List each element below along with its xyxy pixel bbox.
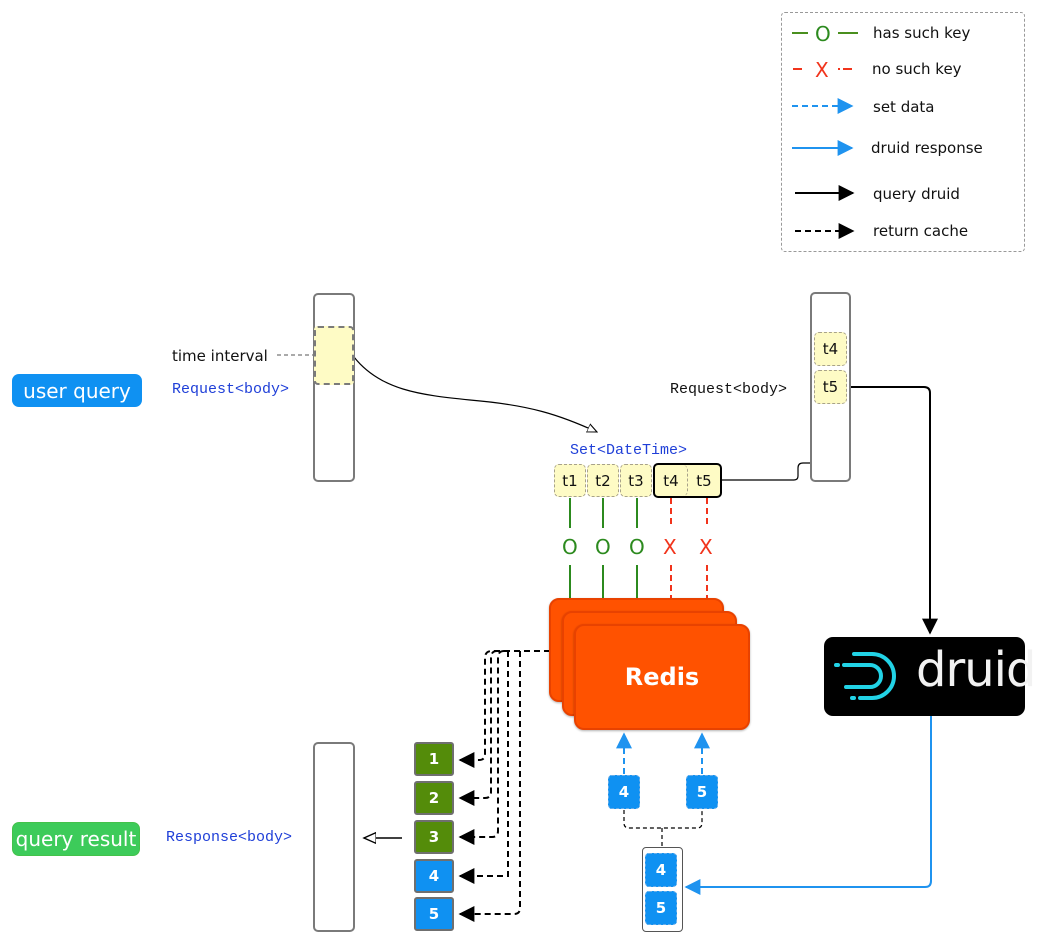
query-result-badge: query result	[12, 822, 140, 856]
redis-node: Redis	[574, 624, 750, 730]
return-cache-line-4	[458, 651, 509, 884]
set-data-block-4: 4	[608, 775, 640, 809]
druid-request-cell-t5: t5	[814, 370, 847, 404]
legend-no-key-label: no such key	[872, 60, 962, 78]
set-data-block-5: 5	[686, 775, 718, 809]
request-body-label-left: Request<body>	[172, 381, 290, 398]
result-block-4: 4	[414, 859, 454, 893]
druid-icon	[834, 652, 896, 700]
druid-response-arrow	[684, 716, 932, 895]
legend-query-druid-label: query druid	[873, 185, 960, 203]
legend-return-cache-label: return cache	[873, 222, 969, 240]
result-block-2: 2	[414, 781, 454, 815]
miss-mark-t5: X	[699, 535, 713, 559]
query-druid-arrow	[849, 386, 938, 635]
time-interval-cell	[314, 326, 354, 385]
result-block-1: 1	[414, 742, 454, 776]
return-cache-lines	[458, 650, 550, 922]
request-column-left	[313, 293, 355, 482]
legend-has-key-label: has such key	[873, 24, 971, 42]
user-query-badge: user query	[12, 374, 142, 407]
result-block-3: 3	[414, 820, 454, 854]
legend: O has such key X no such key set data dr…	[781, 12, 1025, 252]
key-lookup-lines	[569, 498, 708, 600]
time-cell-t2: t2	[587, 464, 619, 497]
response-body-label: Response<body>	[166, 829, 293, 846]
return-cache-line-2	[458, 650, 498, 806]
hit-mark-t1: O	[562, 535, 578, 559]
legend-symbols	[792, 32, 858, 239]
druid-wordmark: druid	[916, 642, 1036, 698]
hit-mark-t3: O	[629, 535, 645, 559]
return-cache-line-5	[458, 651, 521, 922]
time-cell-t4: t4	[655, 465, 688, 496]
legend-has-key-symbol: O	[815, 22, 831, 46]
legend-no-key-symbol: X	[815, 58, 829, 82]
missing-keys-group: t4 t5	[653, 463, 722, 498]
return-cache-line-3	[458, 650, 505, 845]
split-connector	[623, 810, 703, 829]
druid-request-cell-t4: t4	[814, 332, 847, 366]
set-datetime-label: Set<DateTime>	[570, 442, 688, 459]
time-cell-t1: t1	[554, 464, 586, 497]
time-cell-t5: t5	[688, 465, 720, 496]
legend-set-data-label: set data	[873, 98, 935, 116]
druid-response-block-5: 5	[645, 891, 677, 925]
druid-logo: druid	[824, 637, 1036, 716]
miss-mark-t4: X	[663, 535, 677, 559]
time-cell-t3: t3	[620, 464, 652, 497]
hit-mark-t2: O	[595, 535, 611, 559]
druid-response-block-4: 4	[645, 853, 677, 887]
time-interval-label: time interval	[172, 347, 268, 365]
interval-to-set-curve	[353, 356, 597, 432]
legend-druid-response-label: druid response	[871, 139, 983, 157]
response-column	[313, 742, 355, 932]
result-block-5: 5	[414, 897, 454, 931]
request-body-label-right: Request<body>	[670, 381, 788, 398]
return-cache-line-1	[458, 650, 550, 768]
